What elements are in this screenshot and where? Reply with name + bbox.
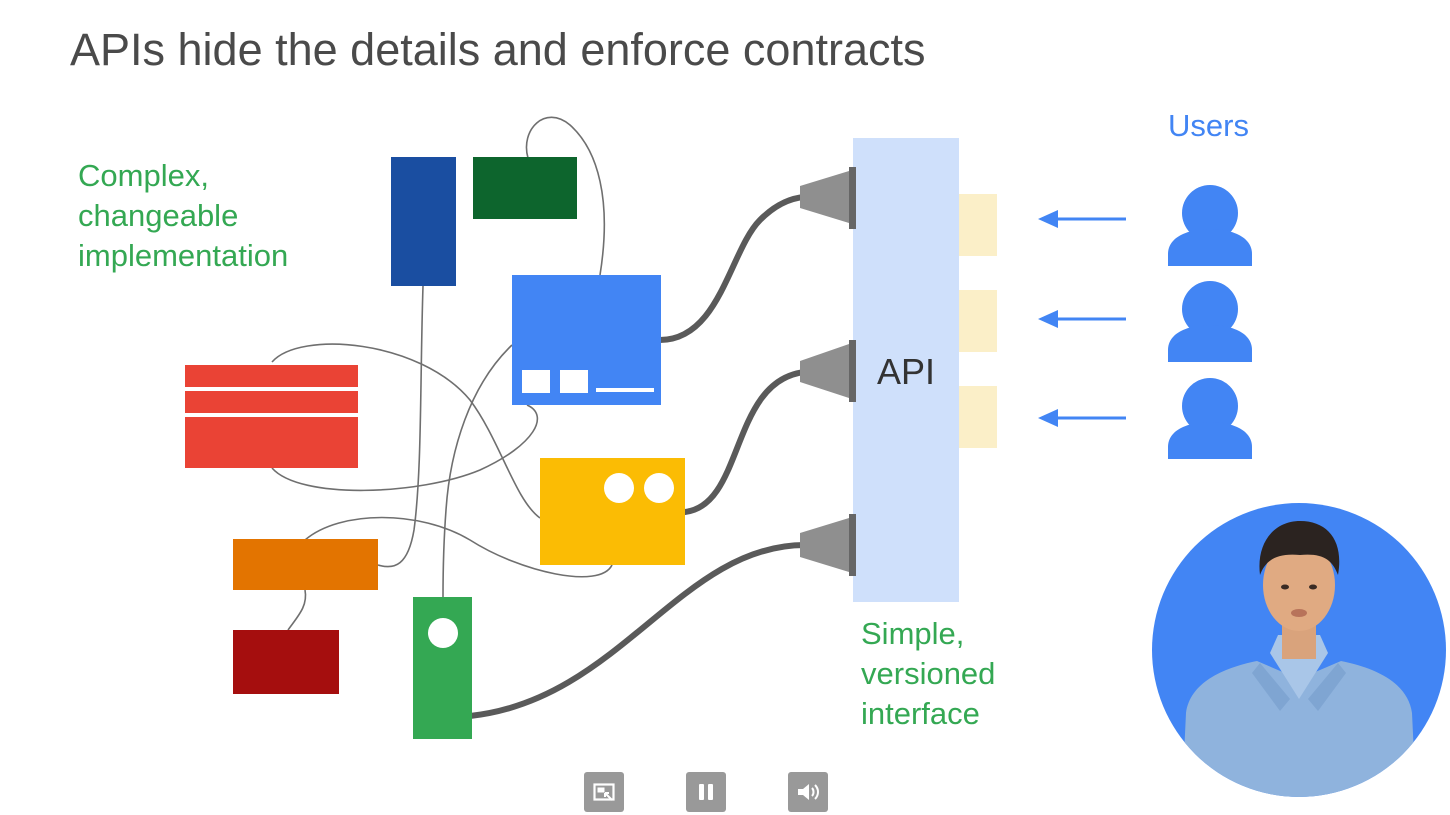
picture-in-picture-icon [593, 783, 615, 801]
users-label: Users [1168, 108, 1249, 143]
navy-block [391, 157, 456, 286]
wire [304, 516, 613, 578]
api-panel [853, 138, 959, 602]
person-icon [1168, 378, 1252, 459]
interface-label-line-2: versioned [861, 656, 996, 691]
implementation-label-line-3: implementation [78, 238, 289, 273]
plug [800, 514, 856, 576]
red-stack-block [185, 365, 358, 468]
slide-title: APIs hide the details and enforce contra… [70, 24, 926, 75]
wire [525, 116, 606, 276]
person-icon [1168, 281, 1252, 362]
person-icon [1168, 185, 1252, 266]
plug [800, 340, 856, 402]
volume-icon [798, 784, 819, 800]
player-controls [0, 770, 1450, 814]
picture-in-picture-button[interactable] [584, 772, 624, 812]
connector [682, 369, 808, 515]
volume-button[interactable] [788, 772, 828, 812]
dark-green-block [473, 157, 577, 219]
wires [271, 116, 613, 631]
green-block [413, 597, 472, 739]
connector [467, 542, 808, 719]
implementation-label-line-1: Complex, [78, 158, 209, 193]
api-port [959, 290, 997, 352]
wire [271, 404, 539, 492]
wire [271, 343, 541, 519]
pause-icon [699, 784, 713, 800]
arrow-left-icon [1038, 409, 1126, 427]
orange-block [233, 539, 378, 590]
api-label: API [877, 351, 935, 392]
wire [377, 285, 424, 568]
connector [657, 194, 808, 343]
implementation-label-line-2: changeable [78, 198, 239, 233]
interface-label-line-1: Simple, [861, 616, 965, 651]
blue-window-block [512, 275, 661, 405]
wire [442, 344, 513, 598]
arrow-left-icon [1038, 310, 1126, 328]
presenter-image [1182, 521, 1416, 797]
presenter-video [1152, 503, 1446, 797]
arrow-left-icon [1038, 210, 1126, 228]
plug [800, 167, 856, 229]
api-port [959, 194, 997, 256]
wire [287, 589, 307, 631]
implementation-label: Complex, changeable implementation [78, 156, 378, 276]
interface-label: Simple, versioned interface [861, 614, 1081, 734]
yellow-block [540, 458, 685, 565]
interface-label-line-3: interface [861, 696, 980, 731]
pause-button[interactable] [686, 772, 726, 812]
connectors [467, 194, 808, 719]
dark-red-block [233, 630, 339, 694]
api-port [959, 386, 997, 448]
